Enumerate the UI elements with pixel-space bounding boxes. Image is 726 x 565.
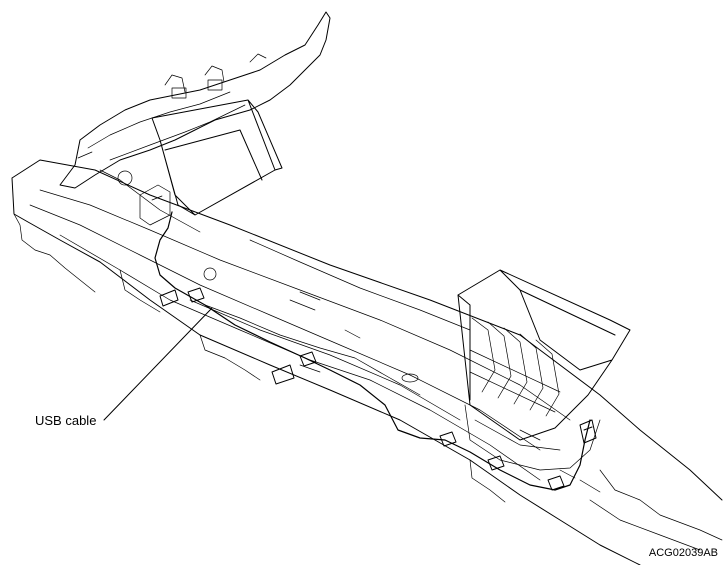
cable-clip	[187, 287, 205, 303]
cable-clip	[299, 351, 317, 367]
tunnel-hole	[117, 170, 133, 186]
tunnel-hole	[203, 267, 217, 281]
tunnel-hole	[401, 373, 419, 383]
front-box-mount	[139, 184, 171, 226]
rear-console-ribs	[469, 317, 561, 417]
rear-console-box	[457, 269, 631, 441]
figure-code: ACG02039AB	[648, 547, 718, 559]
rear-console-base	[464, 404, 601, 471]
usb-connector	[579, 419, 597, 444]
usb-cable-second-run	[204, 304, 421, 396]
cable-clip	[271, 364, 295, 385]
front-bracket-tab	[171, 87, 187, 99]
tunnel-side-detail	[13, 213, 723, 551]
cable-clip	[547, 475, 565, 491]
front-bracket-detail	[77, 53, 267, 161]
usb-cable-leader-line	[103, 307, 213, 421]
tunnel-ridge-lines	[29, 169, 571, 481]
front-bracket-tab	[207, 79, 223, 91]
usb-cable-callout-label: USB cable	[35, 413, 97, 428]
front-bracket-outline	[59, 11, 331, 189]
usb-cable	[154, 211, 591, 491]
front-storage-box	[151, 99, 283, 216]
cable-clip	[159, 289, 179, 307]
cable-clip	[439, 431, 457, 447]
floor-tunnel-outline	[11, 159, 723, 565]
tunnel-ribs	[289, 291, 601, 493]
cable-clip	[487, 455, 505, 471]
